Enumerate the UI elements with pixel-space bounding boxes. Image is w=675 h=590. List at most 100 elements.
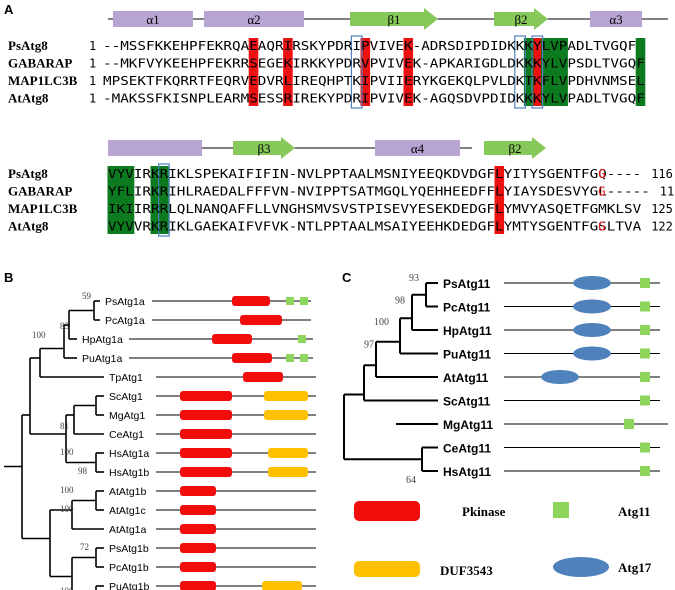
panel-b-label: B bbox=[4, 270, 13, 285]
seq-name: GABARAP bbox=[8, 184, 72, 199]
pkinase-domain bbox=[180, 410, 232, 420]
pkinase-domain bbox=[180, 581, 216, 590]
phylogenetic-tree-atg11: PsAtg11PcAtg11HpAtg11PuAtg11AtAtg11ScAtg… bbox=[343, 273, 668, 486]
conserved-column-green bbox=[523, 38, 534, 106]
sequence-row: --MSSFKKEHPFEKRQAEAQRIRSKYPDRIPVIVEK-ADR… bbox=[103, 39, 636, 53]
pkinase-domain bbox=[180, 448, 232, 458]
helix-continuation bbox=[108, 140, 202, 156]
leaf-label-PcAtg11: PcAtg11 bbox=[443, 301, 491, 315]
conserved-column-green bbox=[558, 38, 568, 106]
seq-name: PsAtg8 bbox=[8, 166, 48, 181]
helix-α4 bbox=[375, 140, 460, 156]
legend-atg11-swatch bbox=[553, 502, 569, 518]
conserved-column-green bbox=[159, 166, 169, 234]
sequence-row: VYVVRKRIKLGAEKAIFVFVK-NTLPPTAALMSAIYEEHK… bbox=[108, 220, 642, 234]
legend-pkinase-swatch bbox=[354, 501, 420, 521]
glycine-residue-highlight: G bbox=[598, 220, 605, 234]
strand-β2 bbox=[484, 137, 546, 159]
leaf-label-PuAtg1a: PuAtg1a bbox=[82, 353, 122, 365]
seq-name: AtAtg8 bbox=[8, 91, 49, 106]
legend-duf3543-swatch bbox=[354, 561, 420, 577]
leaf-label-ScAtg11: ScAtg11 bbox=[443, 395, 491, 409]
strand-β3 bbox=[233, 137, 295, 159]
seq-end: 117 bbox=[660, 185, 675, 199]
bootstrap-value: 83 bbox=[60, 321, 70, 331]
leaf-label-HpAtg1a: HpAtg1a bbox=[82, 334, 123, 346]
leaf-label-HsAtg1b: HsAtg1b bbox=[109, 467, 149, 479]
leaf-label-AtAtg1c: AtAtg1c bbox=[109, 505, 146, 517]
ss-label-α2: α2 bbox=[247, 12, 260, 27]
leaf-label-AtAtg1b: AtAtg1b bbox=[109, 486, 147, 498]
conserved-column-red bbox=[248, 38, 259, 106]
duf3543-domain bbox=[262, 581, 302, 590]
bootstrap-value: 100 bbox=[32, 330, 46, 340]
helix-α2 bbox=[204, 11, 304, 27]
sequence-row: VYVIRKRIKLSPEKAIFIFIN-NVLPPTAALMSNIYEEQK… bbox=[108, 167, 641, 181]
sequence-row: --MKFVYKEEHPFEKRRSEGEKIRKKYPDRVPVIVEK-AP… bbox=[103, 57, 645, 71]
atg11-domain bbox=[640, 372, 650, 382]
atg11-domain bbox=[286, 297, 294, 305]
seq-end: 125 bbox=[651, 202, 673, 216]
leaf-label-MgAtg1: MgAtg1 bbox=[109, 410, 145, 422]
pkinase-domain bbox=[180, 505, 216, 515]
domain-legend: Pkinase Atg11 DUF3543 Atg17 bbox=[354, 501, 652, 578]
atg17-domain bbox=[573, 323, 611, 337]
pkinase-domain bbox=[180, 562, 216, 572]
sequence-row: YFLIRKRIHLRAEDALFFFVN-NVIPPTSATMGQLYQEHH… bbox=[108, 185, 650, 199]
leaf-label-PsAtg1b: PsAtg1b bbox=[109, 543, 149, 555]
bootstrap-value: 59 bbox=[82, 291, 92, 301]
sequence-row: MPSEKTFKQRRTFEQRVEDVRLIREQHPTKIPVIIERYKG… bbox=[103, 74, 645, 88]
ss-label-β2: β2 bbox=[508, 141, 521, 156]
atg11-domain bbox=[300, 297, 308, 305]
highlight-box bbox=[531, 35, 544, 109]
leaf-label-MgAtg11: MgAtg11 bbox=[443, 418, 493, 432]
sequence-row: -MAKSSFKISNPLEARMSESSRIREKYPDRIPVIVEK-AG… bbox=[103, 92, 645, 106]
atg17-domain bbox=[573, 346, 611, 361]
leaf-label-PsAtg1a: PsAtg1a bbox=[105, 296, 145, 308]
atg11-domain bbox=[640, 395, 650, 406]
leaf-label-PuAtg1b: PuAtg1b bbox=[109, 581, 149, 590]
sequence-row: IKIIRRRLQLNANQAFFLLVNGHSMVSVSTPISEVYESEK… bbox=[108, 202, 641, 216]
conserved-column-red bbox=[283, 38, 293, 106]
duf3543-domain bbox=[268, 448, 308, 458]
pkinase-domain bbox=[180, 524, 216, 534]
leaf-label-ScAtg1: ScAtg1 bbox=[109, 391, 143, 403]
conserved-column-green bbox=[150, 166, 161, 234]
legend-atg11-label: Atg11 bbox=[618, 504, 651, 519]
panel-a-label: A bbox=[4, 2, 14, 17]
leaf-label-HpAtg11: HpAtg11 bbox=[443, 324, 492, 338]
bootstrap-value: 72 bbox=[80, 542, 89, 552]
seq-start: 1 bbox=[89, 92, 96, 106]
duf3543-domain bbox=[268, 467, 308, 477]
leaf-label-PuAtg11: PuAtg11 bbox=[443, 348, 491, 362]
leaf-label-PsAtg11: PsAtg11 bbox=[443, 277, 491, 291]
atg11-domain bbox=[640, 348, 650, 359]
seq-start: 1 bbox=[89, 57, 96, 71]
strand-β1 bbox=[350, 8, 438, 30]
legend-atg17-label: Atg17 bbox=[618, 560, 652, 575]
leaf-label-HsAtg1a: HsAtg1a bbox=[109, 448, 149, 460]
conserved-column-red bbox=[494, 166, 505, 234]
conserved-column-green bbox=[635, 38, 646, 106]
highlight-box bbox=[514, 35, 526, 109]
bootstrap-value: 93 bbox=[409, 273, 419, 284]
conserved-column-green bbox=[116, 166, 126, 234]
panel-c-label: C bbox=[342, 270, 352, 285]
pkinase-domain bbox=[212, 334, 252, 344]
leaf-label-CeAtg1: CeAtg1 bbox=[109, 429, 144, 441]
atg11-domain bbox=[624, 419, 634, 429]
pkinase-domain bbox=[180, 391, 232, 401]
phylogenetic-tree-atg1: PsAtg1aPcAtg1aHpAtg1aPuAtg1aTpAtg1ScAtg1… bbox=[4, 291, 316, 590]
atg11-domain bbox=[640, 278, 650, 288]
ss-label-α3: α3 bbox=[609, 12, 622, 27]
bootstrap-value: 100 bbox=[374, 317, 389, 328]
seq-name: PsAtg8 bbox=[8, 38, 48, 53]
pkinase-domain bbox=[180, 543, 216, 553]
duf3543-domain bbox=[264, 410, 308, 420]
conserved-column-green bbox=[107, 166, 118, 234]
conserved-column-green bbox=[541, 38, 551, 106]
conserved-column-red bbox=[532, 38, 543, 106]
